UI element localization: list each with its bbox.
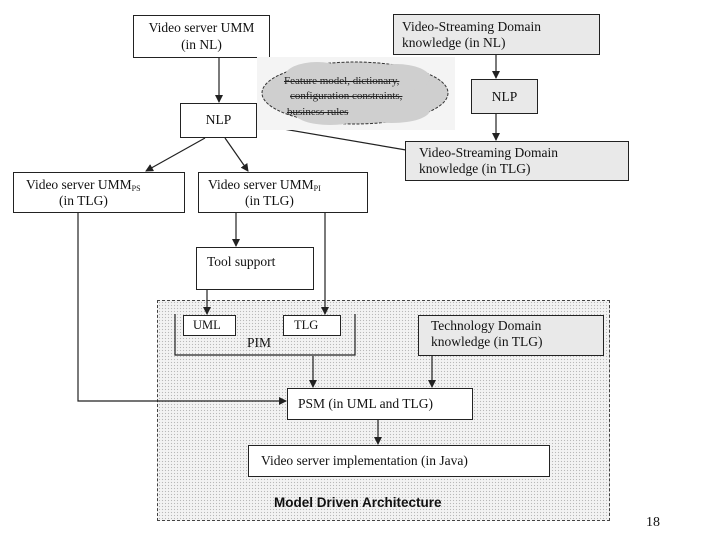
umm-pi-prefix: Video server UMM	[208, 177, 314, 192]
vs-tlg-line1: Video-Streaming Domain	[419, 145, 559, 160]
uml-box: UML	[183, 315, 236, 336]
video-server-umm-nl-box: Video server UMM (in NL)	[133, 15, 270, 58]
arrow-nlp-to-umm-ps	[145, 137, 206, 172]
umm-ps-box: Video server UMMPS (in TLG)	[13, 172, 185, 213]
implementation-box: Video server implementation (in Java)	[248, 445, 550, 477]
cloud-line2: configuration constraints,	[290, 90, 403, 102]
umm-ps-sub: PS	[131, 184, 141, 193]
tlg-label: TLG	[294, 318, 319, 332]
tool-support-box: Tool support	[196, 247, 314, 290]
umm-ps-prefix: Video server UMM	[26, 177, 132, 192]
umm-ps-line1: Video server UMMPS	[26, 177, 141, 197]
vs-nl-line1: Video-Streaming Domain	[402, 19, 542, 34]
vs-domain-nl-box: Video-Streaming Domain knowledge (in NL)	[393, 14, 600, 55]
arrow-umm-ps-to-psm	[77, 213, 287, 405]
pim-bracket	[174, 314, 356, 356]
nlp-right-label: NLP	[491, 89, 518, 104]
umm-ps-line2: (in TLG)	[59, 193, 108, 208]
umm-pi-sub: PI	[313, 184, 321, 193]
pim-label: PIM	[247, 335, 272, 350]
mda-label: Model Driven Architecture	[274, 495, 442, 510]
umm-pi-box: Video server UMMPI (in TLG)	[198, 172, 368, 213]
vs-nl-line2: knowledge (in NL)	[402, 35, 506, 50]
vs-domain-tlg-box: Video-Streaming Domain knowledge (in TLG…	[405, 141, 629, 181]
uml-label: UML	[193, 318, 221, 332]
tool-support-label: Tool support	[207, 254, 276, 269]
tlg-box: TLG	[283, 315, 341, 336]
umm-nl-line1: Video server UMM	[148, 20, 255, 35]
cloud-line3: business rules	[287, 106, 349, 118]
page-number: 18	[646, 515, 660, 530]
umm-pi-line1: Video server UMMPI	[208, 177, 321, 197]
arrow-nlp-to-umm-pi	[224, 137, 249, 172]
umm-nl-line2: (in NL)	[181, 37, 222, 52]
nlp-left-label: NLP	[205, 112, 232, 127]
nlp-left-box: NLP	[180, 103, 257, 138]
nlp-right-box: NLP	[471, 79, 538, 114]
psm-box: PSM (in UML and TLG)	[287, 388, 473, 420]
tech-domain-box: Technology Domain knowledge (in TLG)	[418, 315, 604, 356]
psm-label: PSM (in UML and TLG)	[298, 396, 433, 411]
vs-tlg-line2: knowledge (in TLG)	[419, 161, 531, 176]
umm-pi-line2: (in TLG)	[245, 193, 294, 208]
cloud-line1: Feature model, dictionary,	[284, 75, 400, 87]
tech-line1: Technology Domain	[431, 318, 542, 333]
implementation-label: Video server implementation (in Java)	[261, 453, 468, 468]
tech-line2: knowledge (in TLG)	[431, 334, 543, 349]
